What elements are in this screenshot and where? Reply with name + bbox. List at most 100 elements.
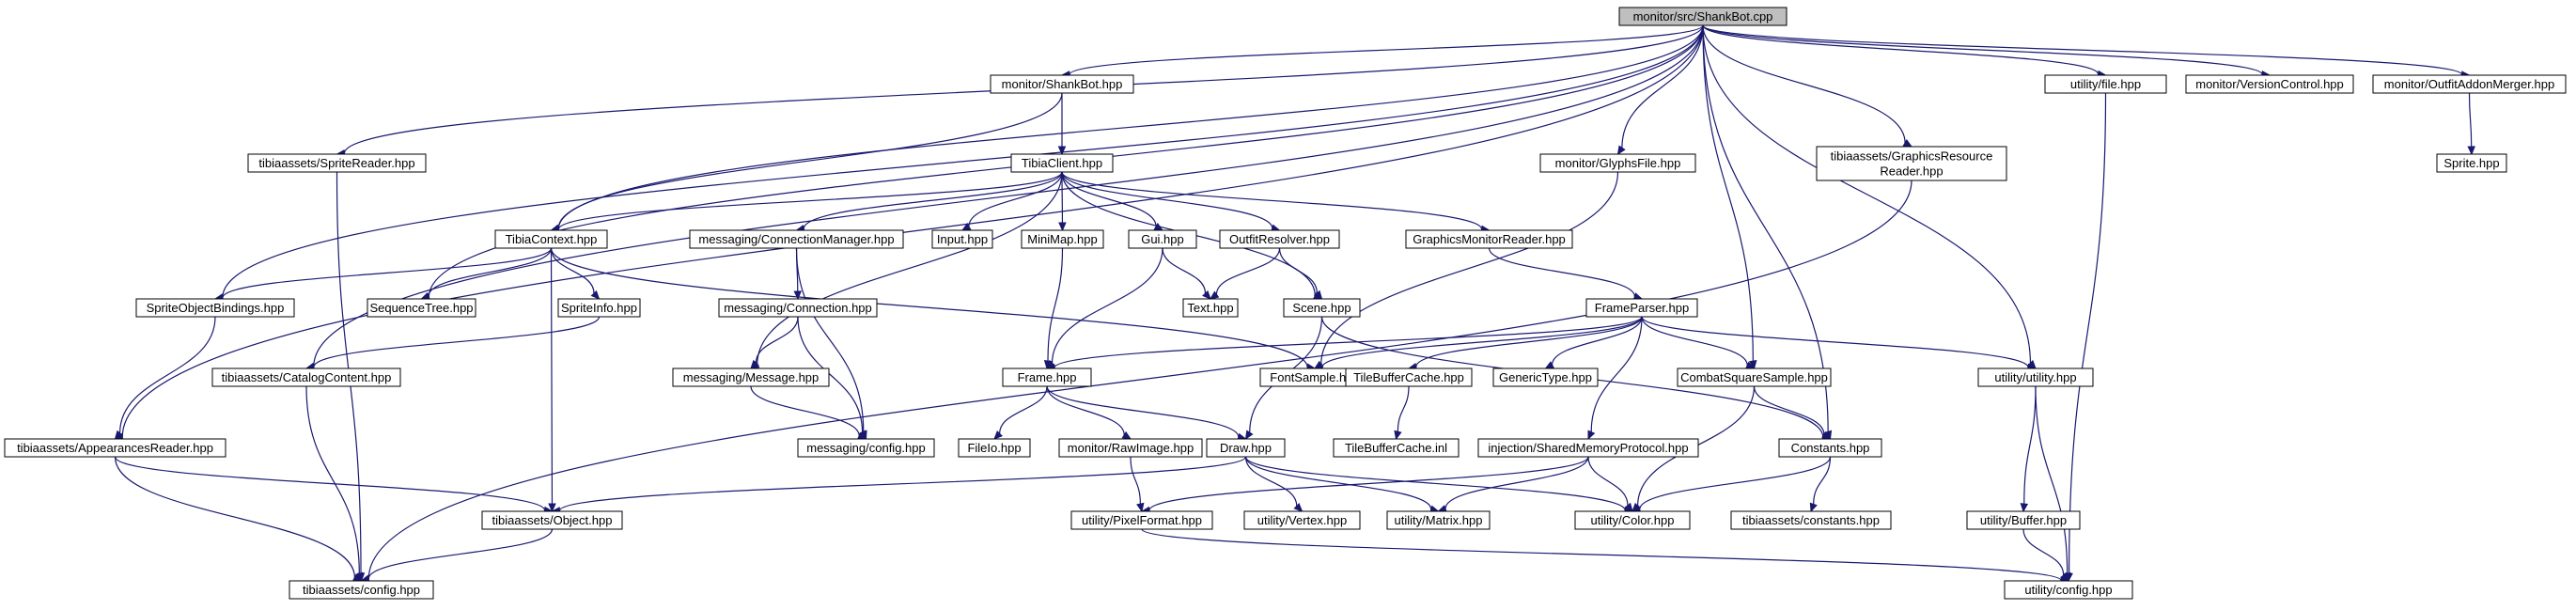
node-label: tibiaassets/SpriteReader.hpp (258, 156, 414, 170)
node-outfitresolver-hpp[interactable]: OutfitResolver.hpp (1219, 229, 1340, 249)
node-box[interactable] (4, 438, 226, 458)
node-box[interactable] (718, 298, 878, 318)
node-box[interactable] (2436, 153, 2507, 173)
node-gui-hpp[interactable]: Gui.hpp (1128, 229, 1197, 249)
node-box[interactable] (958, 438, 1031, 458)
node-box[interactable] (1539, 153, 1696, 173)
node-sprite-hpp[interactable]: Sprite.hpp (2436, 153, 2507, 173)
node-tibiaassets-spritereader-hpp[interactable]: tibiaassets/SpriteReader.hpp (247, 153, 427, 173)
node-box[interactable] (1010, 153, 1114, 173)
node-draw-hpp[interactable]: Draw.hpp (1206, 438, 1286, 458)
node-box[interactable] (1574, 510, 1691, 530)
node-monitor-outfitaddonmerger-hpp[interactable]: monitor/OutfitAddonMerger.hpp (2372, 74, 2567, 94)
node-box[interactable] (1816, 146, 2007, 181)
node-box[interactable] (1219, 229, 1340, 249)
node-box[interactable] (2044, 74, 2167, 94)
node-tilebuffercache-inl[interactable]: TileBufferCache.inl (1333, 438, 1460, 458)
node-utility-color-hpp[interactable]: utility/Color.hpp (1574, 510, 1691, 530)
node-box[interactable] (211, 368, 401, 387)
node-box[interactable] (1405, 229, 1573, 249)
node-box[interactable] (931, 229, 993, 249)
node-box[interactable] (1206, 438, 1286, 458)
node-messaging-connectionmanager-hpp[interactable]: messaging/ConnectionManager.hpp (689, 229, 904, 249)
node-box[interactable] (2185, 74, 2354, 94)
node-monitor-shankbot-hpp[interactable]: monitor/ShankBot.hpp (990, 74, 1134, 94)
node-generictype-hpp[interactable]: GenericType.hpp (1492, 368, 1599, 387)
node-box[interactable] (1585, 298, 1698, 318)
node-box[interactable] (1977, 368, 2094, 387)
node-tibiaassets-config-hpp[interactable]: tibiaassets/config.hpp (289, 580, 434, 600)
node-tilebuffercache-hpp[interactable]: TileBufferCache.hpp (1345, 368, 1473, 387)
node-box[interactable] (1345, 368, 1473, 387)
node-box[interactable] (1283, 298, 1361, 318)
node-box[interactable] (494, 229, 608, 249)
edge-arrowhead (1821, 430, 1832, 440)
node-frame-hpp[interactable]: Frame.hpp (1002, 368, 1092, 387)
node-constants-hpp[interactable]: Constants.hpp (1778, 438, 1882, 458)
node-text-hpp[interactable]: Text.hpp (1182, 298, 1239, 318)
node-utility-utility-hpp[interactable]: utility/utility.hpp (1977, 368, 2094, 387)
node-tibiacontext-hpp[interactable]: TibiaContext.hpp (494, 229, 608, 249)
node-messaging-connection-hpp[interactable]: messaging/Connection.hpp (718, 298, 878, 318)
node-box[interactable] (247, 153, 427, 173)
node-box[interactable] (1778, 438, 1882, 458)
node-monitor-glyphsfile-hpp[interactable]: monitor/GlyphsFile.hpp (1539, 153, 1696, 173)
node-utility-matrix-hpp[interactable]: utility/Matrix.hpp (1386, 510, 1491, 530)
node-monitor-versioncontrol-hpp[interactable]: monitor/VersionControl.hpp (2185, 74, 2354, 94)
node-box[interactable] (2004, 580, 2133, 600)
node-utility-file-hpp[interactable]: utility/file.hpp (2044, 74, 2167, 94)
node-box[interactable] (990, 74, 1134, 94)
node-tibiaassets-object-hpp[interactable]: tibiaassets/Object.hpp (481, 510, 623, 530)
node-box[interactable] (1492, 368, 1599, 387)
node-messaging-config-hpp[interactable]: messaging/config.hpp (797, 438, 935, 458)
node-utility-config-hpp[interactable]: utility/config.hpp (2004, 580, 2133, 600)
node-fileio-hpp[interactable]: FileIo.hpp (958, 438, 1031, 458)
node-sequencetree-hpp[interactable]: SequenceTree.hpp (367, 298, 476, 318)
node-box[interactable] (1128, 229, 1197, 249)
node-box[interactable] (1477, 438, 1699, 458)
node-box[interactable] (1182, 298, 1239, 318)
node-minimap-hpp[interactable]: MiniMap.hpp (1021, 229, 1104, 249)
node-box[interactable] (797, 438, 935, 458)
root-node-box[interactable] (1618, 7, 1788, 26)
node-box[interactable] (1677, 368, 1832, 387)
node-box[interactable] (135, 298, 295, 318)
node-input-hpp[interactable]: Input.hpp (931, 229, 993, 249)
node-box[interactable] (1386, 510, 1491, 530)
node-injection-sharedmemoryprotocol-hpp[interactable]: injection/SharedMemoryProtocol.hpp (1477, 438, 1699, 458)
node-box[interactable] (1058, 438, 1203, 458)
node-box[interactable] (2372, 74, 2567, 94)
node-box[interactable] (1002, 368, 1092, 387)
node-box[interactable] (1966, 510, 2081, 530)
node-box[interactable] (1021, 229, 1104, 249)
node-box[interactable] (672, 368, 830, 387)
node-utility-buffer-hpp[interactable]: utility/Buffer.hpp (1966, 510, 2081, 530)
node-box[interactable] (689, 229, 904, 249)
node-spriteinfo-hpp[interactable]: SpriteInfo.hpp (557, 298, 641, 318)
edge-n0-to-n6 (1702, 24, 2272, 79)
node-graphicsmonitorreader-hpp[interactable]: GraphicsMonitorReader.hpp (1405, 229, 1573, 249)
node-utility-pixelformat-hpp[interactable]: utility/PixelFormat.hpp (1070, 510, 1213, 530)
node-box[interactable] (1333, 438, 1460, 458)
node-frameparser-hpp[interactable]: FrameParser.hpp (1585, 298, 1698, 318)
node-box[interactable] (1070, 510, 1213, 530)
node-utility-vertex-hpp[interactable]: utility/Vertex.hpp (1243, 510, 1361, 530)
node-scene-hpp[interactable]: Scene.hpp (1283, 298, 1361, 318)
node-combatsquaresample-hpp[interactable]: CombatSquareSample.hpp (1677, 368, 1832, 387)
node-box[interactable] (1243, 510, 1361, 530)
node-tibiaassets-catalogcontent-hpp[interactable]: tibiaassets/CatalogContent.hpp (211, 368, 401, 387)
node-box[interactable] (367, 298, 476, 318)
node-monitor-rawimage-hpp[interactable]: monitor/RawImage.hpp (1058, 438, 1203, 458)
node-box[interactable] (481, 510, 623, 530)
node-monitor-src-shankbot-cpp[interactable]: monitor/src/ShankBot.cpp (1618, 7, 1788, 26)
node-label: SequenceTree.hpp (369, 301, 473, 315)
node-messaging-message-hpp[interactable]: messaging/Message.hpp (672, 368, 830, 387)
node-box[interactable] (1730, 510, 1892, 530)
node-box[interactable] (557, 298, 641, 318)
node-box[interactable] (289, 580, 434, 600)
node-tibiaassets-appearancesreader-hpp[interactable]: tibiaassets/AppearancesReader.hpp (4, 438, 226, 458)
node-tibiaassets-constants-hpp[interactable]: tibiaassets/constants.hpp (1730, 510, 1892, 530)
node-tibiaclient-hpp[interactable]: TibiaClient.hpp (1010, 153, 1114, 173)
node-spriteobjectbindings-hpp[interactable]: SpriteObjectBindings.hpp (135, 298, 295, 318)
